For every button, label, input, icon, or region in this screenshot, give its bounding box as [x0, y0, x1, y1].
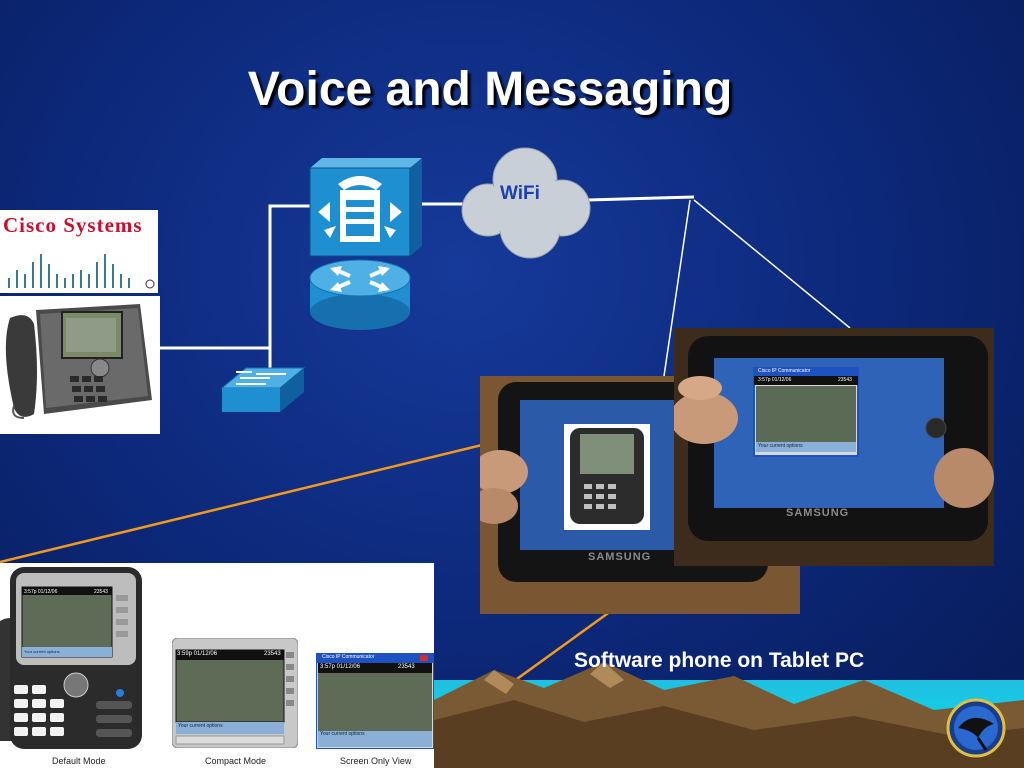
logo-bars-icon	[8, 254, 155, 289]
slide-title: Voice and Messaging	[247, 63, 733, 116]
tablet-time: 3:57p 01/12/06	[758, 377, 792, 383]
wireless-link-back-tablet	[663, 199, 691, 377]
screen-only-label: Screen Only View	[340, 756, 412, 766]
tablet-status: Your current options	[758, 443, 803, 449]
screen-only-extension: 23543	[398, 664, 415, 670]
cisco-logo: Cisco Systems	[0, 210, 158, 293]
default-mode-time: 3:57p 01/12/06	[24, 589, 58, 595]
screen-only-phone	[316, 653, 434, 749]
logo-company-text: Cisco Systems	[3, 213, 143, 237]
tablet-caption: Software phone on Tablet PC	[574, 649, 865, 672]
wireless-link-front-tablet	[693, 199, 851, 329]
compact-mode-extension: 23543	[264, 651, 281, 657]
phone-modes-panel: 3:57p 01/12/06 23543 Your current option…	[0, 563, 434, 768]
default-mode-phone	[0, 567, 142, 749]
compact-mode-phone	[172, 638, 298, 748]
compact-mode-status: Your current options	[178, 723, 223, 729]
compact-mode-label: Compact Mode	[205, 756, 267, 766]
mountain-landscape	[434, 662, 1024, 768]
default-mode-extension: 23543	[94, 589, 108, 595]
default-mode-status: Your current options	[24, 649, 60, 654]
wifi-label: WiFi	[500, 183, 540, 204]
switch-icon	[220, 367, 306, 412]
screen-only-window-title: Cisco IP Communicator	[322, 654, 375, 660]
tablet-back-brand: SAMSUNG	[588, 551, 651, 563]
emblem-icon	[946, 698, 1006, 758]
tablet-extension: 23543	[838, 377, 852, 383]
screen-only-time: 3:57p 01/12/06	[320, 664, 361, 670]
default-mode-label: Default Mode	[52, 756, 106, 766]
network-links	[160, 195, 695, 372]
tablet-front-image: SAMSUNG	[674, 328, 994, 566]
router-icon	[309, 259, 411, 330]
tablet-photo-front: SAMSUNG Cisco IP Communicator 3:57p 01/1…	[674, 328, 994, 566]
ip-phone-icon	[5, 304, 152, 419]
compact-mode-time: 3:59p 01/12/06	[177, 651, 218, 657]
wifi-cloud-icon: WiFi	[461, 147, 591, 259]
screen-only-status: Your current options	[320, 731, 365, 737]
desk-ip-phone	[0, 296, 160, 434]
link-callmanager-to-switch	[268, 204, 310, 368]
tablet-window-title: Cisco IP Communicator	[758, 368, 811, 374]
link-cloud-to-ap	[587, 195, 695, 202]
call-manager-icon	[309, 158, 422, 257]
wireless-links	[663, 199, 851, 377]
tablet-front-brand: SAMSUNG	[786, 507, 849, 519]
